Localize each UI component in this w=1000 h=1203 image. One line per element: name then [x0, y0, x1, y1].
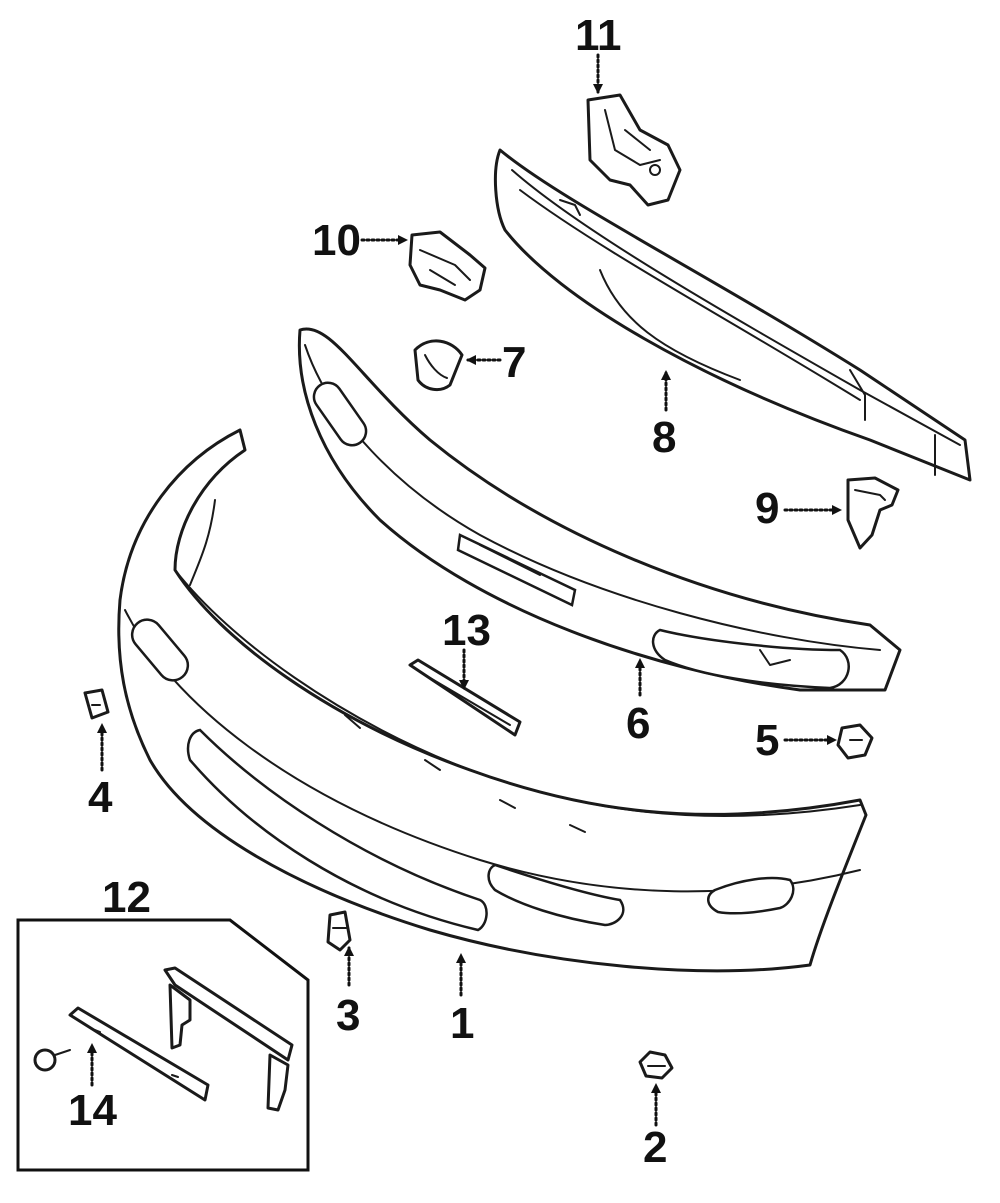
side-clip-part[interactable] — [83, 688, 110, 720]
impact-absorber-part[interactable] — [493, 148, 972, 482]
lower-retainer-part[interactable] — [326, 910, 352, 952]
lower-bracket-part[interactable] — [846, 476, 900, 550]
fastener-part[interactable] — [638, 1050, 674, 1080]
callout-4: 4 — [88, 773, 113, 822]
callout-labels: 11 10 7 8 9 13 6 5 4 12 3 1 14 2 — [68, 11, 779, 1172]
license-bracket-part[interactable] — [408, 658, 522, 737]
bolt-part[interactable] — [33, 1048, 71, 1072]
callout-9: 9 — [755, 484, 779, 533]
callout-6: 6 — [626, 699, 650, 748]
bumper-cover-part[interactable] — [117, 428, 868, 973]
callout-12: 12 — [102, 873, 151, 922]
callout-1: 1 — [450, 999, 474, 1048]
inset-frame — [16, 918, 310, 1172]
callout-2: 2 — [643, 1123, 667, 1172]
callout-7: 7 — [502, 338, 526, 387]
callout-5: 5 — [755, 716, 779, 765]
bumper-reinforcement-part[interactable] — [297, 327, 902, 692]
push-retainer-part[interactable] — [836, 723, 874, 760]
license-mount-part[interactable] — [68, 966, 294, 1112]
leader-arrows — [87, 53, 842, 1127]
upper-bracket-part[interactable] — [586, 93, 682, 207]
side-bracket-part[interactable] — [408, 230, 487, 302]
callout-3: 3 — [336, 991, 360, 1040]
callout-14: 14 — [68, 1086, 117, 1135]
callout-10: 10 — [312, 216, 361, 265]
callout-8: 8 — [652, 413, 676, 462]
callout-11: 11 — [575, 11, 622, 60]
callout-13: 13 — [442, 606, 491, 655]
retainer-clip-part[interactable] — [413, 339, 464, 392]
